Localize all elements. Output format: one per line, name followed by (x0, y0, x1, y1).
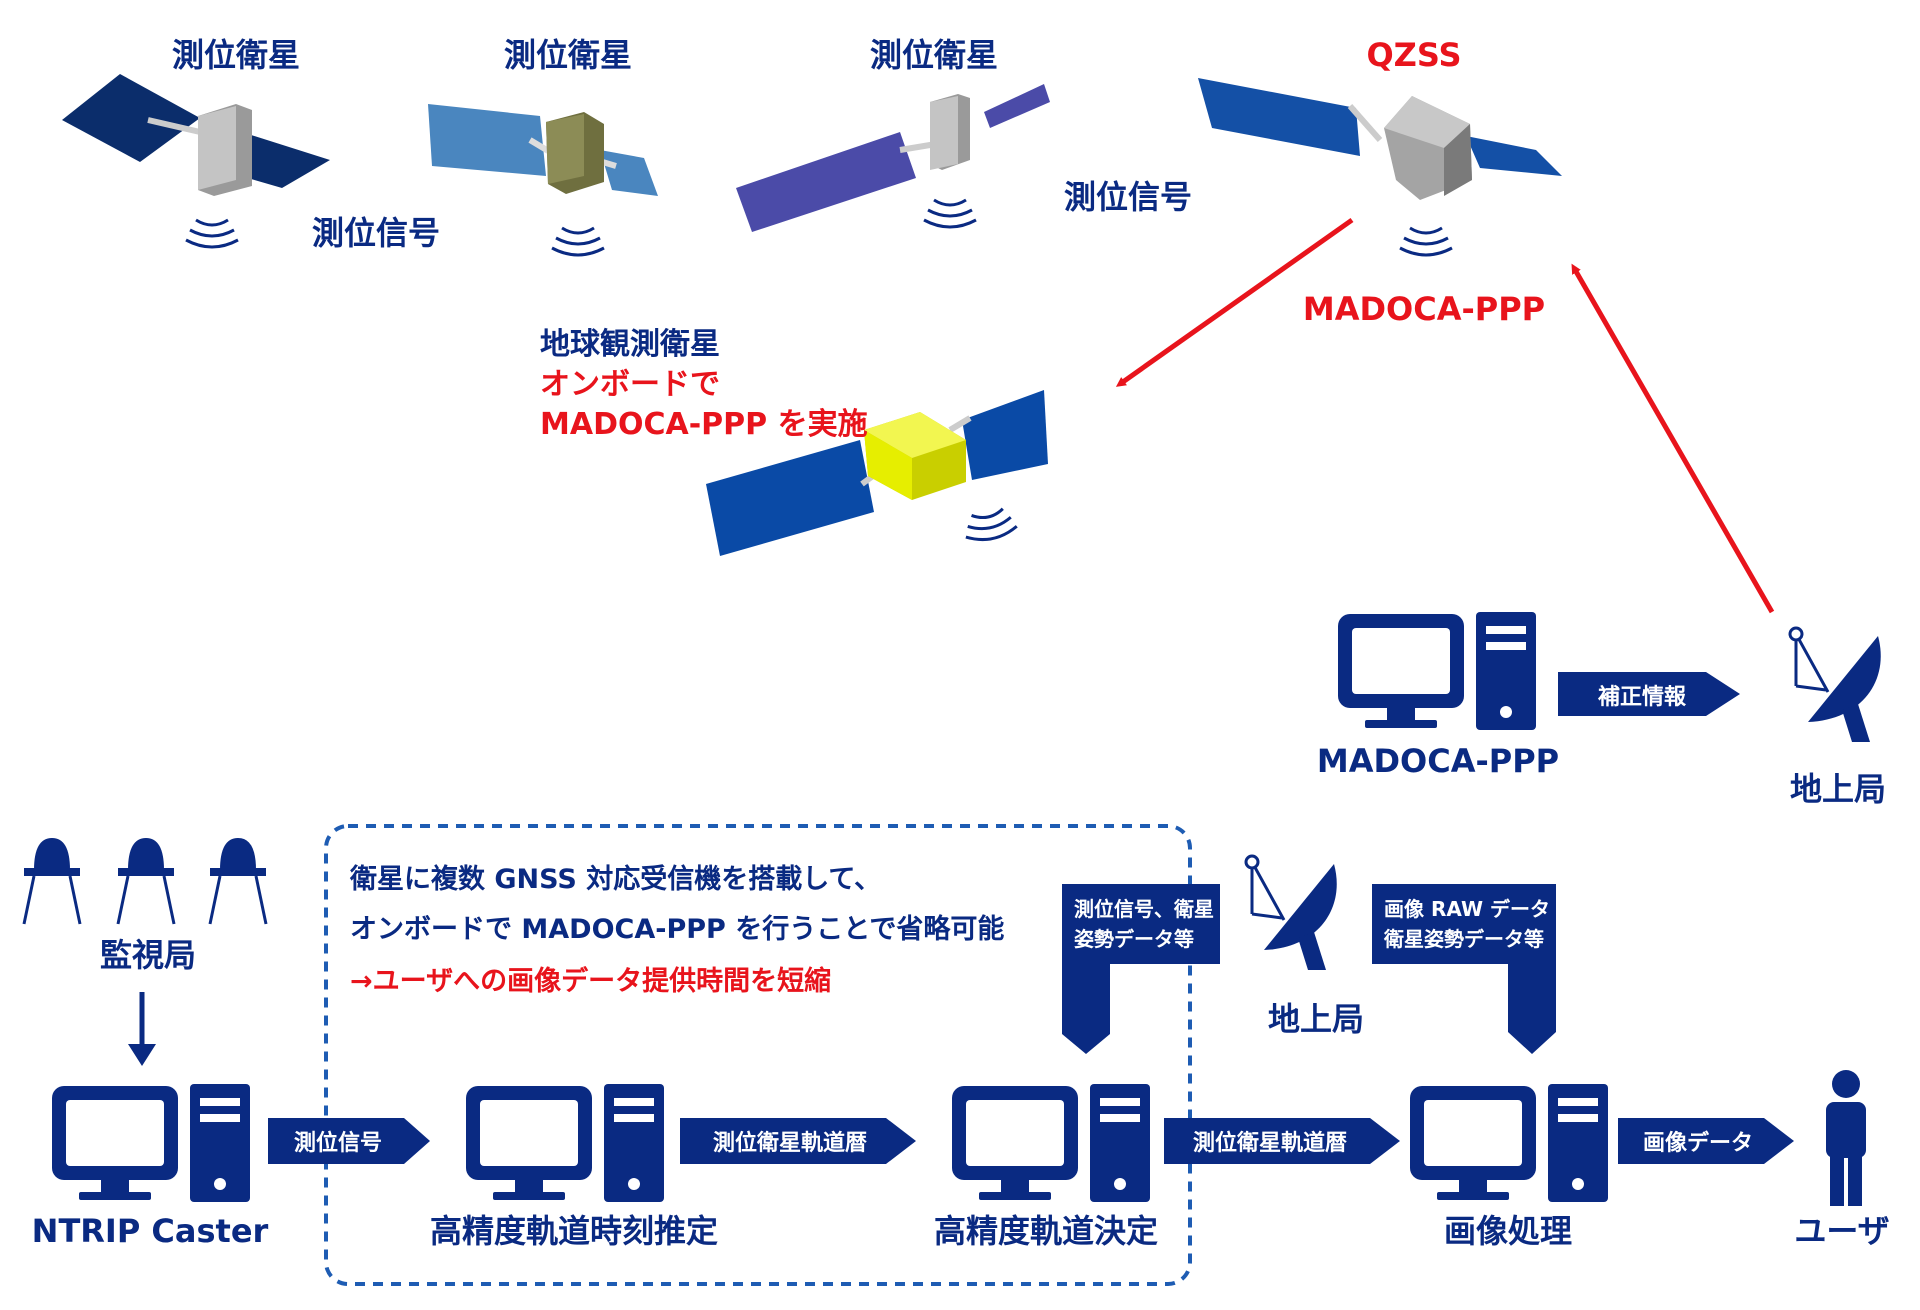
raw-callout-line-2: 衛星姿勢データ等 (1383, 927, 1544, 951)
positioning-satellite-3 (736, 84, 1050, 232)
note-line-1: 衛星に複数 GNSS 対応受信機を搭載して、 (349, 863, 881, 895)
user-person-icon (1826, 1070, 1866, 1206)
orbit-clock-estimation-computer-icon (466, 1084, 664, 1202)
signal-waves-icon (1398, 226, 1454, 257)
ephemeris-arrow-2-label: 測位衛星軌道暦 (1193, 1130, 1347, 1156)
ground-station-bottom-label: 地上局 (1268, 1000, 1364, 1038)
raw-data-callout (1372, 884, 1556, 1054)
monitor-antenna-icon (22, 836, 82, 926)
ntrip-caster-computer-icon (52, 1084, 250, 1202)
signal-label-left: 測位信号 (312, 214, 440, 252)
monitor-down-arrowhead (128, 1044, 156, 1066)
signal-arrow-label: 測位信号 (294, 1130, 382, 1156)
signal-label-right: 測位信号 (1064, 178, 1192, 216)
satellite-label-2: 測位衛星 (504, 36, 632, 74)
ephemeris-arrow-2 (1164, 1118, 1400, 1164)
positioning-satellite-2 (428, 104, 658, 196)
signal-waves-icon (922, 198, 978, 229)
qzss-satellite (1198, 78, 1562, 200)
monitor-station-label: 監視局 (100, 936, 196, 974)
ground-station-bottom-dish-icon (1244, 854, 1339, 972)
station-to-qzss-arrow (1571, 263, 1775, 614)
positioning-satellite-1 (62, 74, 330, 196)
ephemeris-arrow-1-label: 測位衛星軌道暦 (713, 1130, 867, 1156)
madoca-ppp-computer-icon (1338, 612, 1536, 730)
orbit-determination-label: 高精度軌道決定 (934, 1212, 1158, 1250)
image-data-arrow (1618, 1118, 1794, 1164)
earth-observation-madoca: MADOCA-PPP を実施 (540, 407, 868, 442)
signal-waves-icon (550, 226, 606, 257)
image-data-arrow-label: 画像データ (1643, 1130, 1753, 1156)
correction-info-arrow (1558, 672, 1740, 716)
signal-arrow (268, 1118, 430, 1164)
raw-callout-line-1: 画像 RAW データ (1384, 897, 1550, 921)
madoca-ppp-signal-label: MADOCA-PPP (1303, 290, 1545, 328)
ephemeris-arrow-1 (680, 1118, 916, 1164)
earth-observation-satellite (706, 390, 1048, 556)
madoca-ppp-computer-label: MADOCA-PPP (1317, 742, 1559, 780)
monitor-antenna-icon (208, 836, 268, 926)
correction-info-label: 補正情報 (1597, 684, 1687, 710)
optional-process-box (324, 824, 1192, 1286)
image-processing-computer-icon (1410, 1084, 1608, 1202)
signal-waves-icon (960, 505, 1020, 546)
attitude-callout-line-1: 測位信号、衛星 (1074, 897, 1214, 921)
signal-waves-icon (184, 218, 240, 249)
ground-station-top-label: 地上局 (1790, 770, 1886, 808)
orbit-clock-estimation-label: 高精度軌道時刻推定 (430, 1212, 718, 1250)
satellite-label-3: 測位衛星 (870, 36, 998, 74)
note-line-2: オンボードで MADOCA-PPP を行うことで省略可能 (350, 913, 1004, 945)
attitude-callout-line-2: 姿勢データ等 (1074, 927, 1194, 951)
ground-station-dish-icon (1788, 626, 1883, 744)
user-label: ユーザ (1794, 1212, 1889, 1250)
orbit-determination-computer-icon (952, 1084, 1150, 1202)
monitor-antenna-icon (116, 836, 176, 926)
qzss-to-eo-arrow (1115, 217, 1354, 387)
ntrip-caster-label: NTRIP Caster (32, 1212, 269, 1250)
attitude-data-callout (1062, 884, 1220, 1054)
note-line-3: →ユーザへの画像データ提供時間を短縮 (350, 965, 831, 997)
qzss-label: QZSS (1366, 36, 1461, 74)
image-processing-label: 画像処理 (1444, 1212, 1572, 1250)
earth-observation-onboard: オンボードで (540, 367, 720, 402)
satellite-label-1: 測位衛星 (172, 36, 300, 74)
earth-observation-title: 地球観測衛星 (540, 327, 720, 362)
